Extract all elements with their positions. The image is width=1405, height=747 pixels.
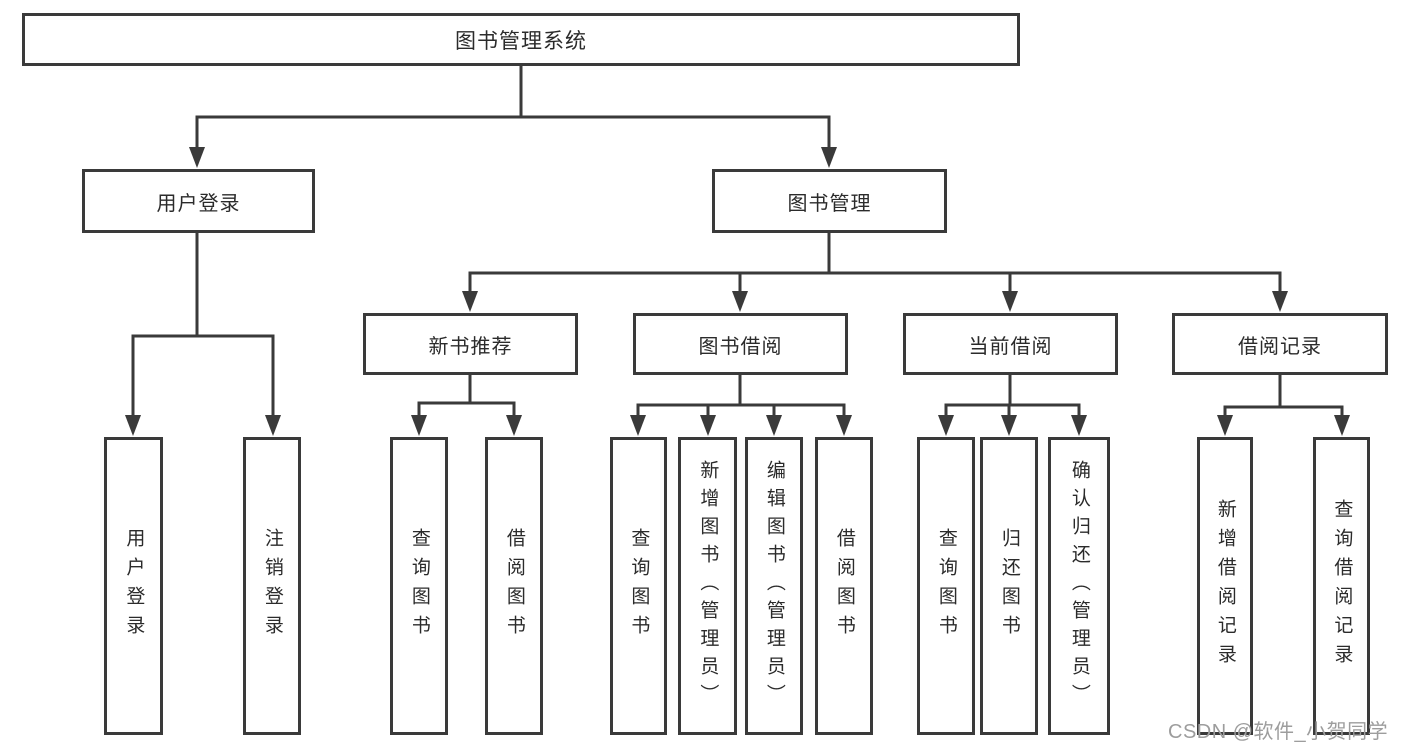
arrow-icon xyxy=(1002,291,1018,312)
arrow-icon xyxy=(1217,415,1233,436)
leaf-logout: 注销登录 xyxy=(243,437,301,735)
leaf-confirm-return-admin-label: 确认归还（管理员） xyxy=(1068,460,1090,712)
leaf-user-login-label: 用户登录 xyxy=(123,528,145,644)
arrow-icon xyxy=(630,415,646,436)
leaf-add-borrow-record: 新增借阅记录 xyxy=(1197,437,1253,735)
leaf-borrow-books-borrowing: 借阅图书 xyxy=(815,437,873,735)
node-book-management: 图书管理 xyxy=(712,169,947,233)
arrow-icon xyxy=(700,415,716,436)
arrow-icon xyxy=(1001,415,1017,436)
arrow-icon xyxy=(462,291,478,312)
leaf-add-books-admin-label: 新增图书（管理员） xyxy=(697,460,719,712)
arrow-icon xyxy=(125,415,141,436)
arrow-icon xyxy=(1071,415,1087,436)
arrowheads xyxy=(125,147,1350,436)
arrow-icon xyxy=(766,415,782,436)
leaf-borrow-books-recommend-label: 借阅图书 xyxy=(503,528,525,644)
leaf-return-books: 归还图书 xyxy=(980,437,1038,735)
leaf-add-borrow-record-label: 新增借阅记录 xyxy=(1214,499,1236,673)
node-book-borrowing: 图书借阅 xyxy=(633,313,848,375)
leaf-add-books-admin: 新增图书（管理员） xyxy=(678,437,737,735)
leaf-edit-books-admin-label: 编辑图书（管理员） xyxy=(763,460,785,712)
node-borrowing-records: 借阅记录 xyxy=(1172,313,1388,375)
leaf-return-books-label: 归还图书 xyxy=(998,528,1020,644)
leaf-query-borrow-record: 查询借阅记录 xyxy=(1313,437,1370,735)
leaf-query-books-recommend-label: 查询图书 xyxy=(408,528,430,644)
arrow-icon xyxy=(189,147,205,168)
leaf-user-login: 用户登录 xyxy=(104,437,163,735)
leaf-confirm-return-admin: 确认归还（管理员） xyxy=(1048,437,1110,735)
leaf-edit-books-admin: 编辑图书（管理员） xyxy=(745,437,803,735)
leaf-borrow-books-borrowing-label: 借阅图书 xyxy=(833,528,855,644)
tree-edges xyxy=(131,66,1344,418)
watermark: CSDN @软件_小贺同学 xyxy=(1168,721,1389,743)
arrow-icon xyxy=(821,147,837,168)
leaf-query-books-current: 查询图书 xyxy=(917,437,975,735)
arrow-icon xyxy=(732,291,748,312)
node-current-borrowing: 当前借阅 xyxy=(903,313,1118,375)
leaf-query-borrow-record-label: 查询借阅记录 xyxy=(1331,499,1353,673)
node-new-book-recommendation: 新书推荐 xyxy=(363,313,578,375)
leaf-query-books-recommend: 查询图书 xyxy=(390,437,448,735)
arrow-icon xyxy=(836,415,852,436)
leaf-query-books-borrowing: 查询图书 xyxy=(610,437,667,735)
arrow-icon xyxy=(265,415,281,436)
leaf-borrow-books-recommend: 借阅图书 xyxy=(485,437,543,735)
leaf-query-books-current-label: 查询图书 xyxy=(935,528,957,644)
leaf-query-books-borrowing-label: 查询图书 xyxy=(628,528,650,644)
arrow-icon xyxy=(1272,291,1288,312)
node-user-login: 用户登录 xyxy=(82,169,315,233)
leaf-logout-label: 注销登录 xyxy=(261,528,283,644)
arrow-icon xyxy=(1334,415,1350,436)
arrow-icon xyxy=(938,415,954,436)
node-root: 图书管理系统 xyxy=(22,13,1020,66)
arrow-icon xyxy=(411,415,427,436)
arrow-icon xyxy=(506,415,522,436)
